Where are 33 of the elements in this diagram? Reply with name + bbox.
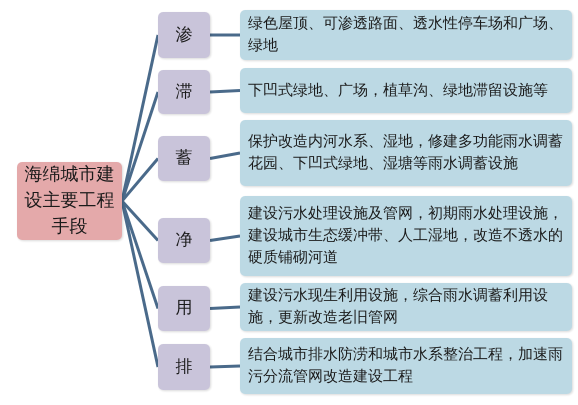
description-box bbox=[240, 68, 572, 113]
connector-line bbox=[210, 234, 240, 242]
description-text: 下凹式绿地、广场，植草沟、绿地滞留设施等 bbox=[248, 80, 548, 101]
connector-line bbox=[120, 200, 160, 242]
description-text: 保护改造内河水系、湿地，修建多功能雨水调蓄花园、下凹式绿地、湿塘等雨水调蓄设施 bbox=[248, 131, 564, 174]
description-text: 建设污水处理设施及管网，初期雨水处理设施，建设城市生态缓冲带、人工湿地，改造不透水的硬质铺砌河道 bbox=[248, 203, 564, 268]
category-box bbox=[158, 344, 210, 390]
category-box bbox=[158, 218, 210, 263]
category-label: 滞 bbox=[176, 80, 192, 104]
category-box bbox=[158, 286, 210, 331]
category-label: 用 bbox=[176, 297, 192, 320]
description-text: 结合城市排水防涝和城市水系整治工程，加速雨污分流管网改造建设工程 bbox=[248, 344, 564, 387]
description-box bbox=[240, 338, 572, 394]
connector-line bbox=[210, 364, 240, 368]
category-label: 排 bbox=[176, 356, 192, 379]
connector-line bbox=[210, 34, 240, 36]
description-box bbox=[240, 196, 572, 276]
category-box bbox=[158, 12, 210, 58]
description-box bbox=[240, 283, 572, 331]
description-text: 建设污水现生利用设施，综合雨水调蓄利用设施，更新改造老旧管网 bbox=[248, 285, 549, 328]
connector-line bbox=[210, 306, 240, 310]
category-box bbox=[158, 136, 210, 181]
description-box bbox=[240, 10, 572, 60]
category-box bbox=[158, 70, 210, 114]
connector-line bbox=[210, 152, 240, 160]
category-label: 净 bbox=[176, 229, 192, 252]
connector-line bbox=[210, 89, 240, 94]
category-label: 渗 bbox=[176, 24, 192, 47]
description-text: 绿色屋顶、可渗透路面、透水性停车场和广场、绿地 bbox=[248, 13, 564, 56]
category-label: 蓄 bbox=[176, 147, 192, 170]
description-box bbox=[240, 120, 572, 186]
connector-line bbox=[120, 158, 160, 202]
root-title: 海绵城市建设主要工程手段 bbox=[24, 162, 116, 240]
